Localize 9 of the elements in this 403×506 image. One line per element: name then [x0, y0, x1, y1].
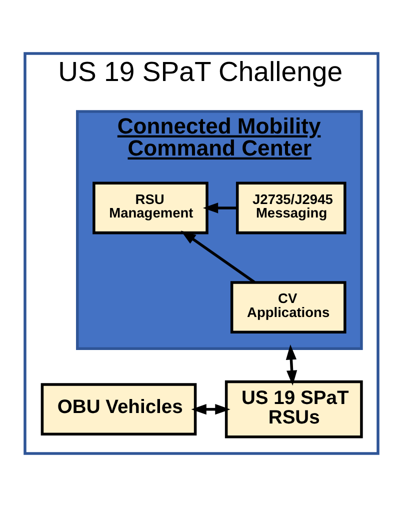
arrow: [202, 202, 238, 213]
node-box: CV Applications: [230, 280, 346, 333]
node-box: OBU Vehicles: [40, 382, 197, 436]
node-box: J2735/J2945 Messaging: [236, 181, 346, 234]
arrow: [191, 404, 230, 414]
arrow: [286, 344, 298, 386]
node-box: RSU Management: [92, 181, 208, 234]
node-box: US 19 SPaT RSUs: [224, 380, 363, 438]
arrow: [180, 230, 256, 283]
